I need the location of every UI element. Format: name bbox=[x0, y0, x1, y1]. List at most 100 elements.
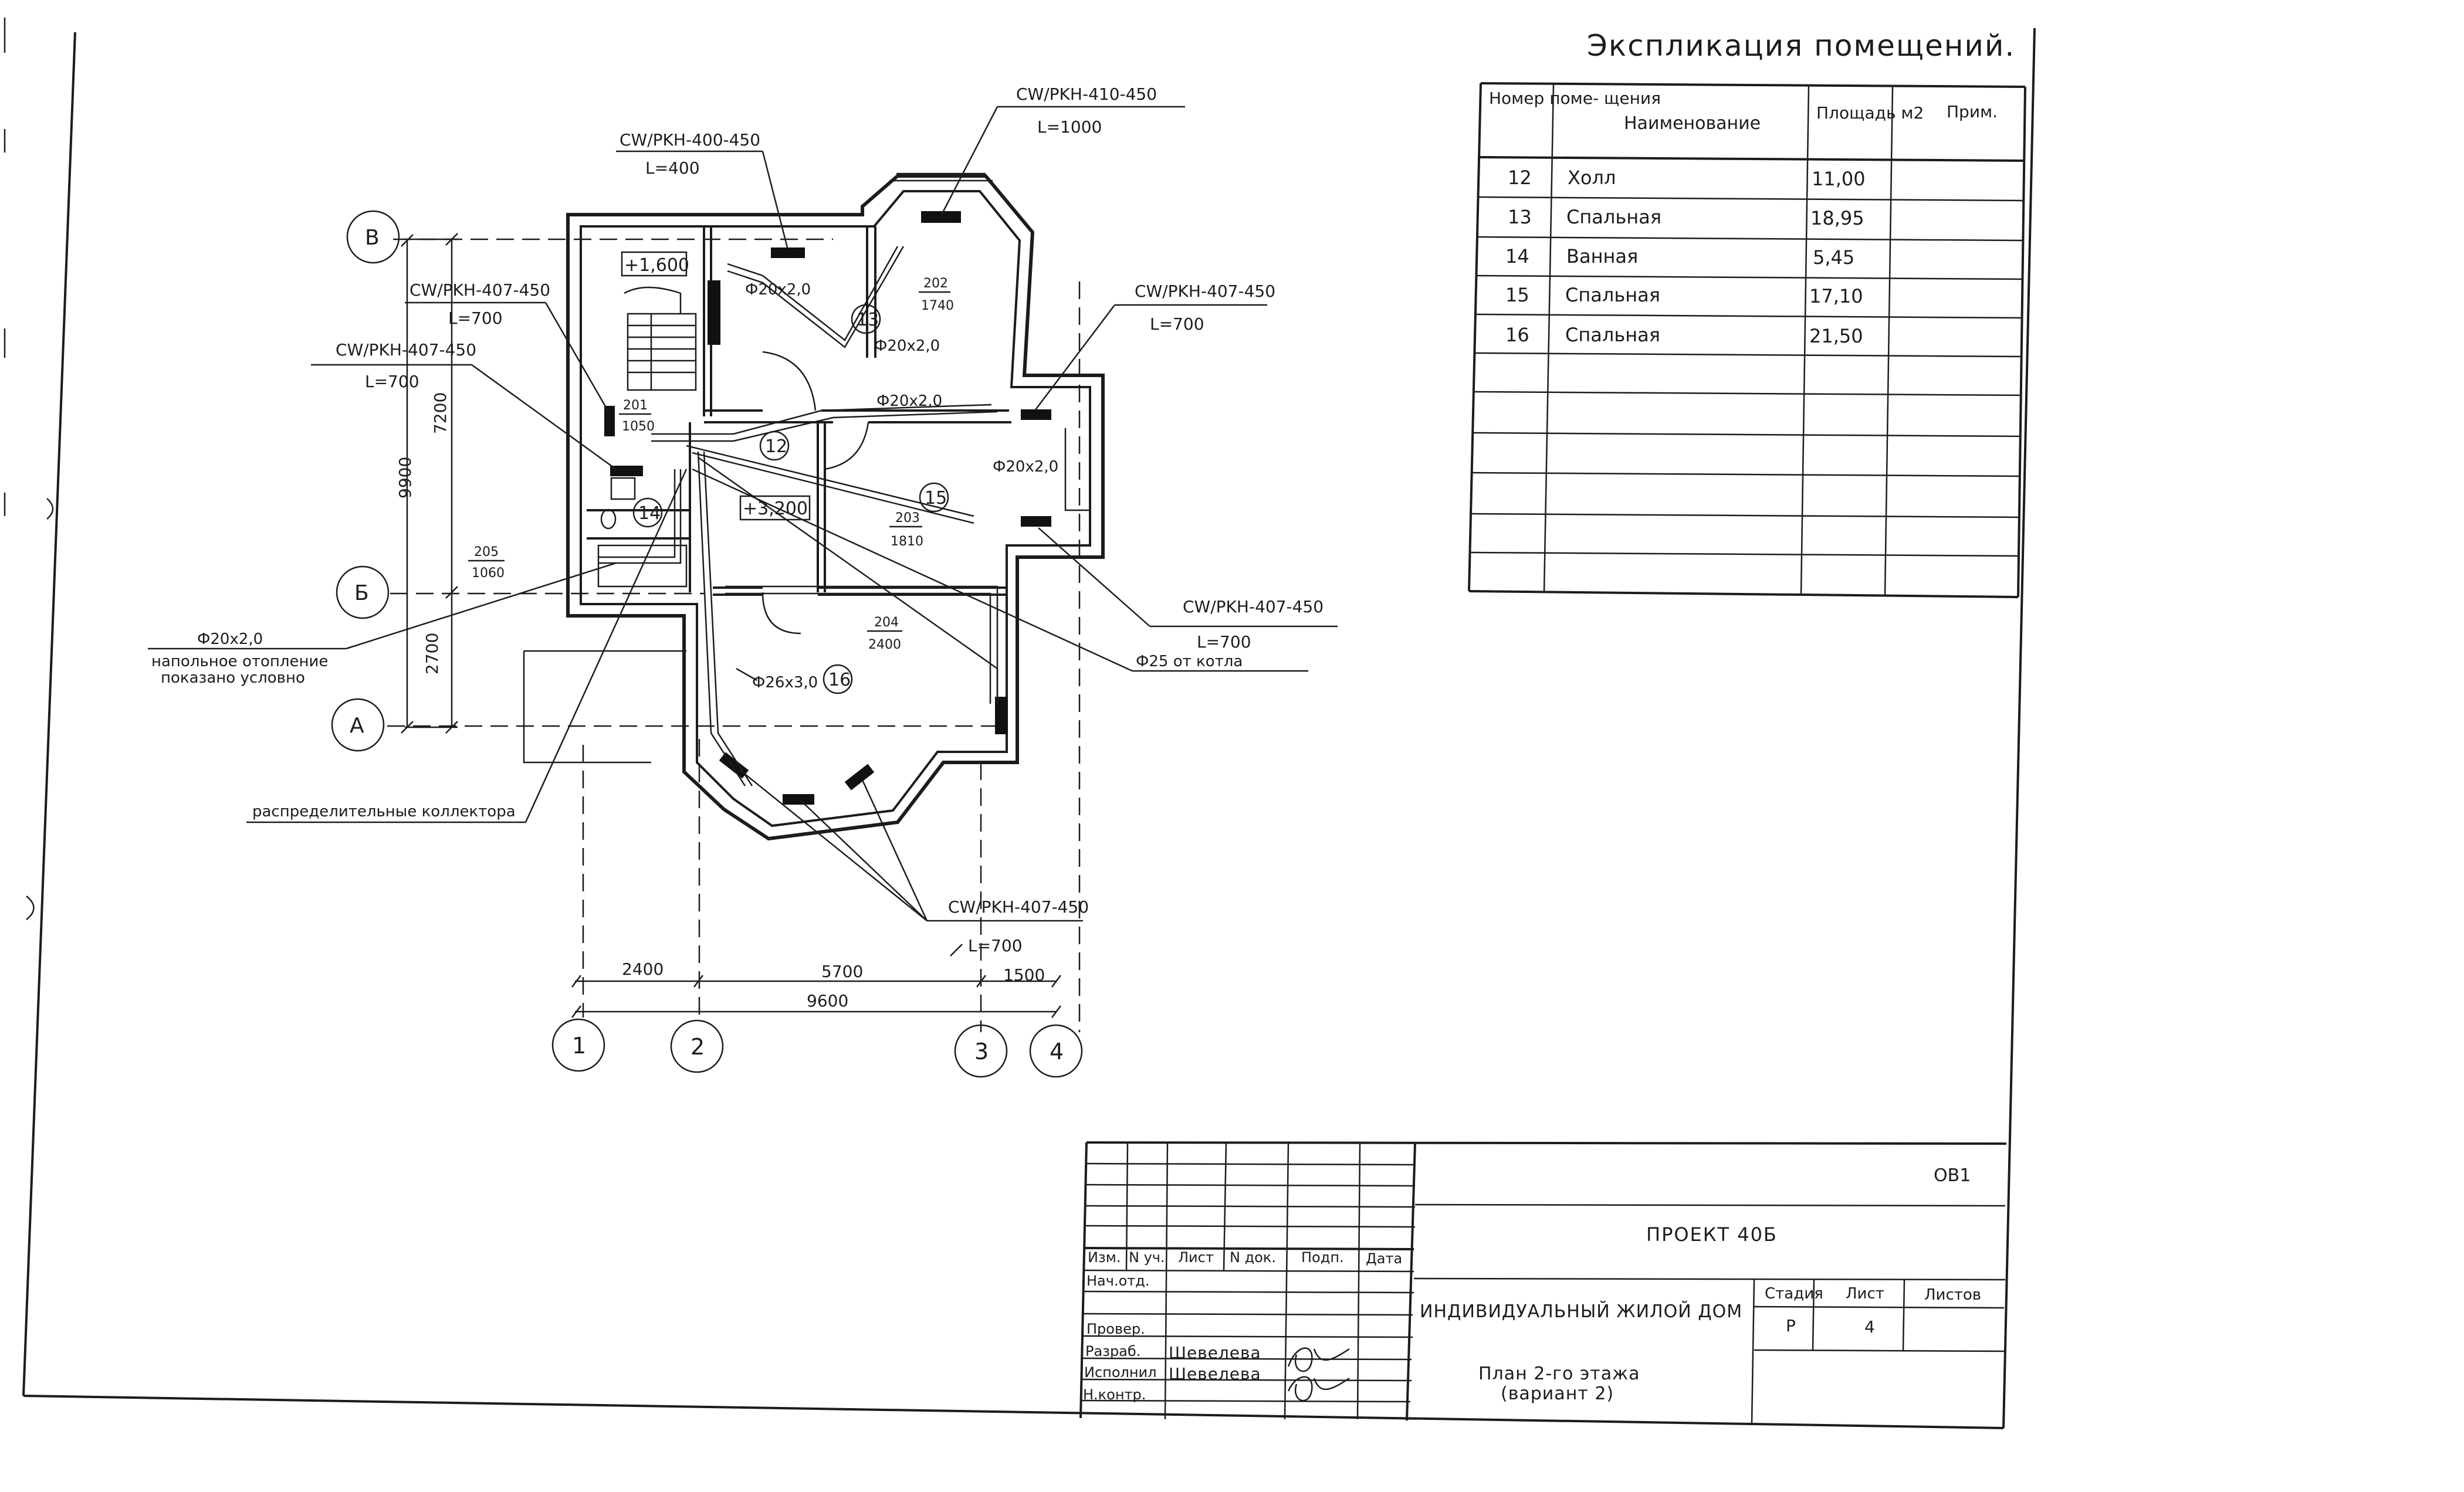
room-tag: 201 1050 bbox=[619, 398, 655, 434]
room-tag-value: 2400 bbox=[868, 638, 901, 652]
row-number: 12 bbox=[1508, 167, 1532, 189]
callout-length: L=700 bbox=[1150, 314, 1204, 334]
note-manifolds: распределительные коллектора bbox=[252, 803, 516, 820]
room-tag-value: 1060 bbox=[472, 566, 505, 581]
toilet-icon bbox=[600, 508, 617, 530]
row-area: 17,10 bbox=[1809, 285, 1863, 307]
pipe-label: Ф20х2,0 bbox=[876, 392, 942, 410]
room-number-text: 13 bbox=[857, 310, 879, 330]
axis-marker-2: 2 bbox=[670, 1019, 724, 1073]
radiator-icon bbox=[995, 697, 1008, 734]
dimension-lines bbox=[401, 233, 1061, 1018]
sink-icon bbox=[610, 477, 636, 500]
col-header-nuch: N уч. bbox=[1129, 1249, 1165, 1266]
callout-length: L=700 bbox=[365, 372, 419, 391]
radiator-icon bbox=[604, 406, 615, 436]
heating-pipes bbox=[598, 246, 999, 786]
axis-label: 1 bbox=[572, 1033, 586, 1059]
callout-length: L=1000 bbox=[1037, 117, 1102, 137]
callout-rad-407-d: CW/PKH-407-450 L=700 bbox=[1038, 527, 1338, 652]
dim-9600: 9600 bbox=[807, 991, 848, 1011]
table-row: 15 Спальная 17,10 bbox=[1505, 284, 1863, 307]
level-label: +1,600 bbox=[624, 255, 689, 276]
row-number: 14 bbox=[1505, 245, 1529, 267]
note-floor-pipe: Ф20х2,0 bbox=[197, 630, 263, 648]
room-number: 14 bbox=[632, 497, 663, 528]
stage-label: Стадия bbox=[1765, 1285, 1823, 1303]
axis-marker-a: А bbox=[331, 698, 385, 752]
punch-hole-mark bbox=[46, 498, 54, 520]
row-name: Спальная bbox=[1566, 206, 1661, 228]
col-header-izm: Изм. bbox=[1088, 1249, 1121, 1266]
object-name: ИНДИВИДУАЛЬНЫЙ ЖИЛОЙ ДОМ bbox=[1420, 1301, 1742, 1322]
room-number-markers: 12 13 14 15 16 bbox=[632, 304, 949, 694]
room-tag-id: 203 bbox=[895, 511, 920, 525]
room-tag: 205 1060 bbox=[468, 545, 505, 581]
radiator-icon bbox=[1021, 516, 1051, 527]
room-number: 16 bbox=[823, 664, 853, 694]
room-tag-id: 204 bbox=[874, 615, 899, 630]
title-roles: Нач.отд. Провер. Разраб. Исполнил Н.конт… bbox=[1083, 1273, 1157, 1403]
room-tag-value: 1050 bbox=[622, 419, 655, 434]
sheet-value: 4 bbox=[1864, 1317, 1875, 1337]
room-tag: 204 2400 bbox=[867, 615, 902, 652]
callout-model: CW/PKH-407-450 bbox=[409, 280, 550, 300]
explication-grid bbox=[1468, 82, 2026, 598]
row-area: 5,45 bbox=[1813, 246, 1854, 269]
radiator-icon bbox=[921, 211, 961, 223]
exterior-walls bbox=[523, 172, 1105, 841]
callout-length: L=700 bbox=[448, 308, 503, 328]
title-block: ОВ1 ПРОЕКТ 40Б ИНДИВИДУАЛЬНЫЙ ЖИЛОЙ ДОМ … bbox=[1079, 1141, 2007, 1425]
interior-walls bbox=[587, 226, 1090, 635]
axis-label: 3 bbox=[974, 1039, 989, 1064]
project-name: ПРОЕКТ 40Б bbox=[1646, 1223, 1778, 1246]
note-floor-heating-1: напольное отопление bbox=[151, 653, 328, 670]
role-nach-otd: Нач.отд. bbox=[1087, 1273, 1149, 1289]
room-number: 12 bbox=[759, 430, 790, 461]
callout-length: L=400 bbox=[645, 158, 700, 178]
callout-model: CW/PKH-407-450 bbox=[1135, 282, 1275, 301]
col-header-data: Дата bbox=[1366, 1250, 1402, 1267]
row-number: 13 bbox=[1508, 206, 1532, 228]
grid-axes bbox=[387, 238, 1081, 1032]
explication-table: Экспликация помещений. Номер поме- щения bbox=[1468, 29, 2026, 598]
developer-name: Шевелева bbox=[1169, 1343, 1261, 1362]
axis-label: В bbox=[365, 226, 380, 250]
dim-9900: 9900 bbox=[395, 457, 415, 499]
axis-marker-b: Б bbox=[336, 565, 390, 619]
row-name: Холл bbox=[1568, 167, 1616, 189]
radiator-icon bbox=[783, 794, 814, 805]
level-label: +3,200 bbox=[743, 499, 808, 519]
room-tag-value: 1740 bbox=[921, 299, 954, 313]
explication-title: Экспликация помещений. bbox=[1587, 29, 2015, 63]
radiator-icon bbox=[708, 280, 720, 345]
explication-rows: 12 Холл 11,00 13 Спальная 18,95 14 Ванна… bbox=[1505, 167, 1866, 347]
callout-rad-400: CW/PKH-400-450 L=400 bbox=[616, 130, 788, 248]
row-area: 21,50 bbox=[1809, 325, 1863, 347]
room-tag: 202 1740 bbox=[919, 276, 954, 313]
axis-label: Б bbox=[354, 581, 369, 605]
row-area: 18,95 bbox=[1810, 207, 1864, 229]
row-number: 15 bbox=[1505, 284, 1529, 306]
callout-model: CW/PKH-400-450 bbox=[620, 130, 760, 150]
floor-plan: В Б А 1 2 3 bbox=[148, 84, 1338, 1078]
radiator-icon bbox=[771, 247, 805, 258]
signature bbox=[1287, 1347, 1350, 1402]
room-number-text: 16 bbox=[828, 670, 851, 690]
sheet-title-1: План 2-го этажа bbox=[1478, 1364, 1640, 1384]
callout-rad-407-e: CW/PKH-407-450 L=700 bbox=[739, 769, 1089, 957]
callout-length: L=700 bbox=[1197, 632, 1251, 652]
room-tags: 201 1050 202 1740 203 1810 204 2400 205 bbox=[468, 276, 954, 652]
table-row: 12 Холл 11,00 bbox=[1508, 167, 1866, 190]
table-row: 16 Спальная 21,50 bbox=[1505, 324, 1863, 347]
callout-rad-407-a: CW/PKH-407-450 L=700 bbox=[405, 280, 609, 411]
pipe-labels: Ф20х2,0 Ф20х2,0 Ф20х2,0 Ф20х2,0 Ф26х3,0 bbox=[736, 281, 1058, 691]
radiator-icon bbox=[610, 466, 643, 476]
stage-value: Р bbox=[1786, 1316, 1796, 1335]
role-n-kontr: Н.контр. bbox=[1083, 1386, 1146, 1403]
dim-7200: 7200 bbox=[431, 392, 450, 434]
radiator-icon bbox=[1021, 409, 1051, 420]
column-axis-markers: 1 2 3 4 bbox=[551, 1018, 1083, 1078]
level-mark-2: +3,200 bbox=[739, 495, 811, 521]
